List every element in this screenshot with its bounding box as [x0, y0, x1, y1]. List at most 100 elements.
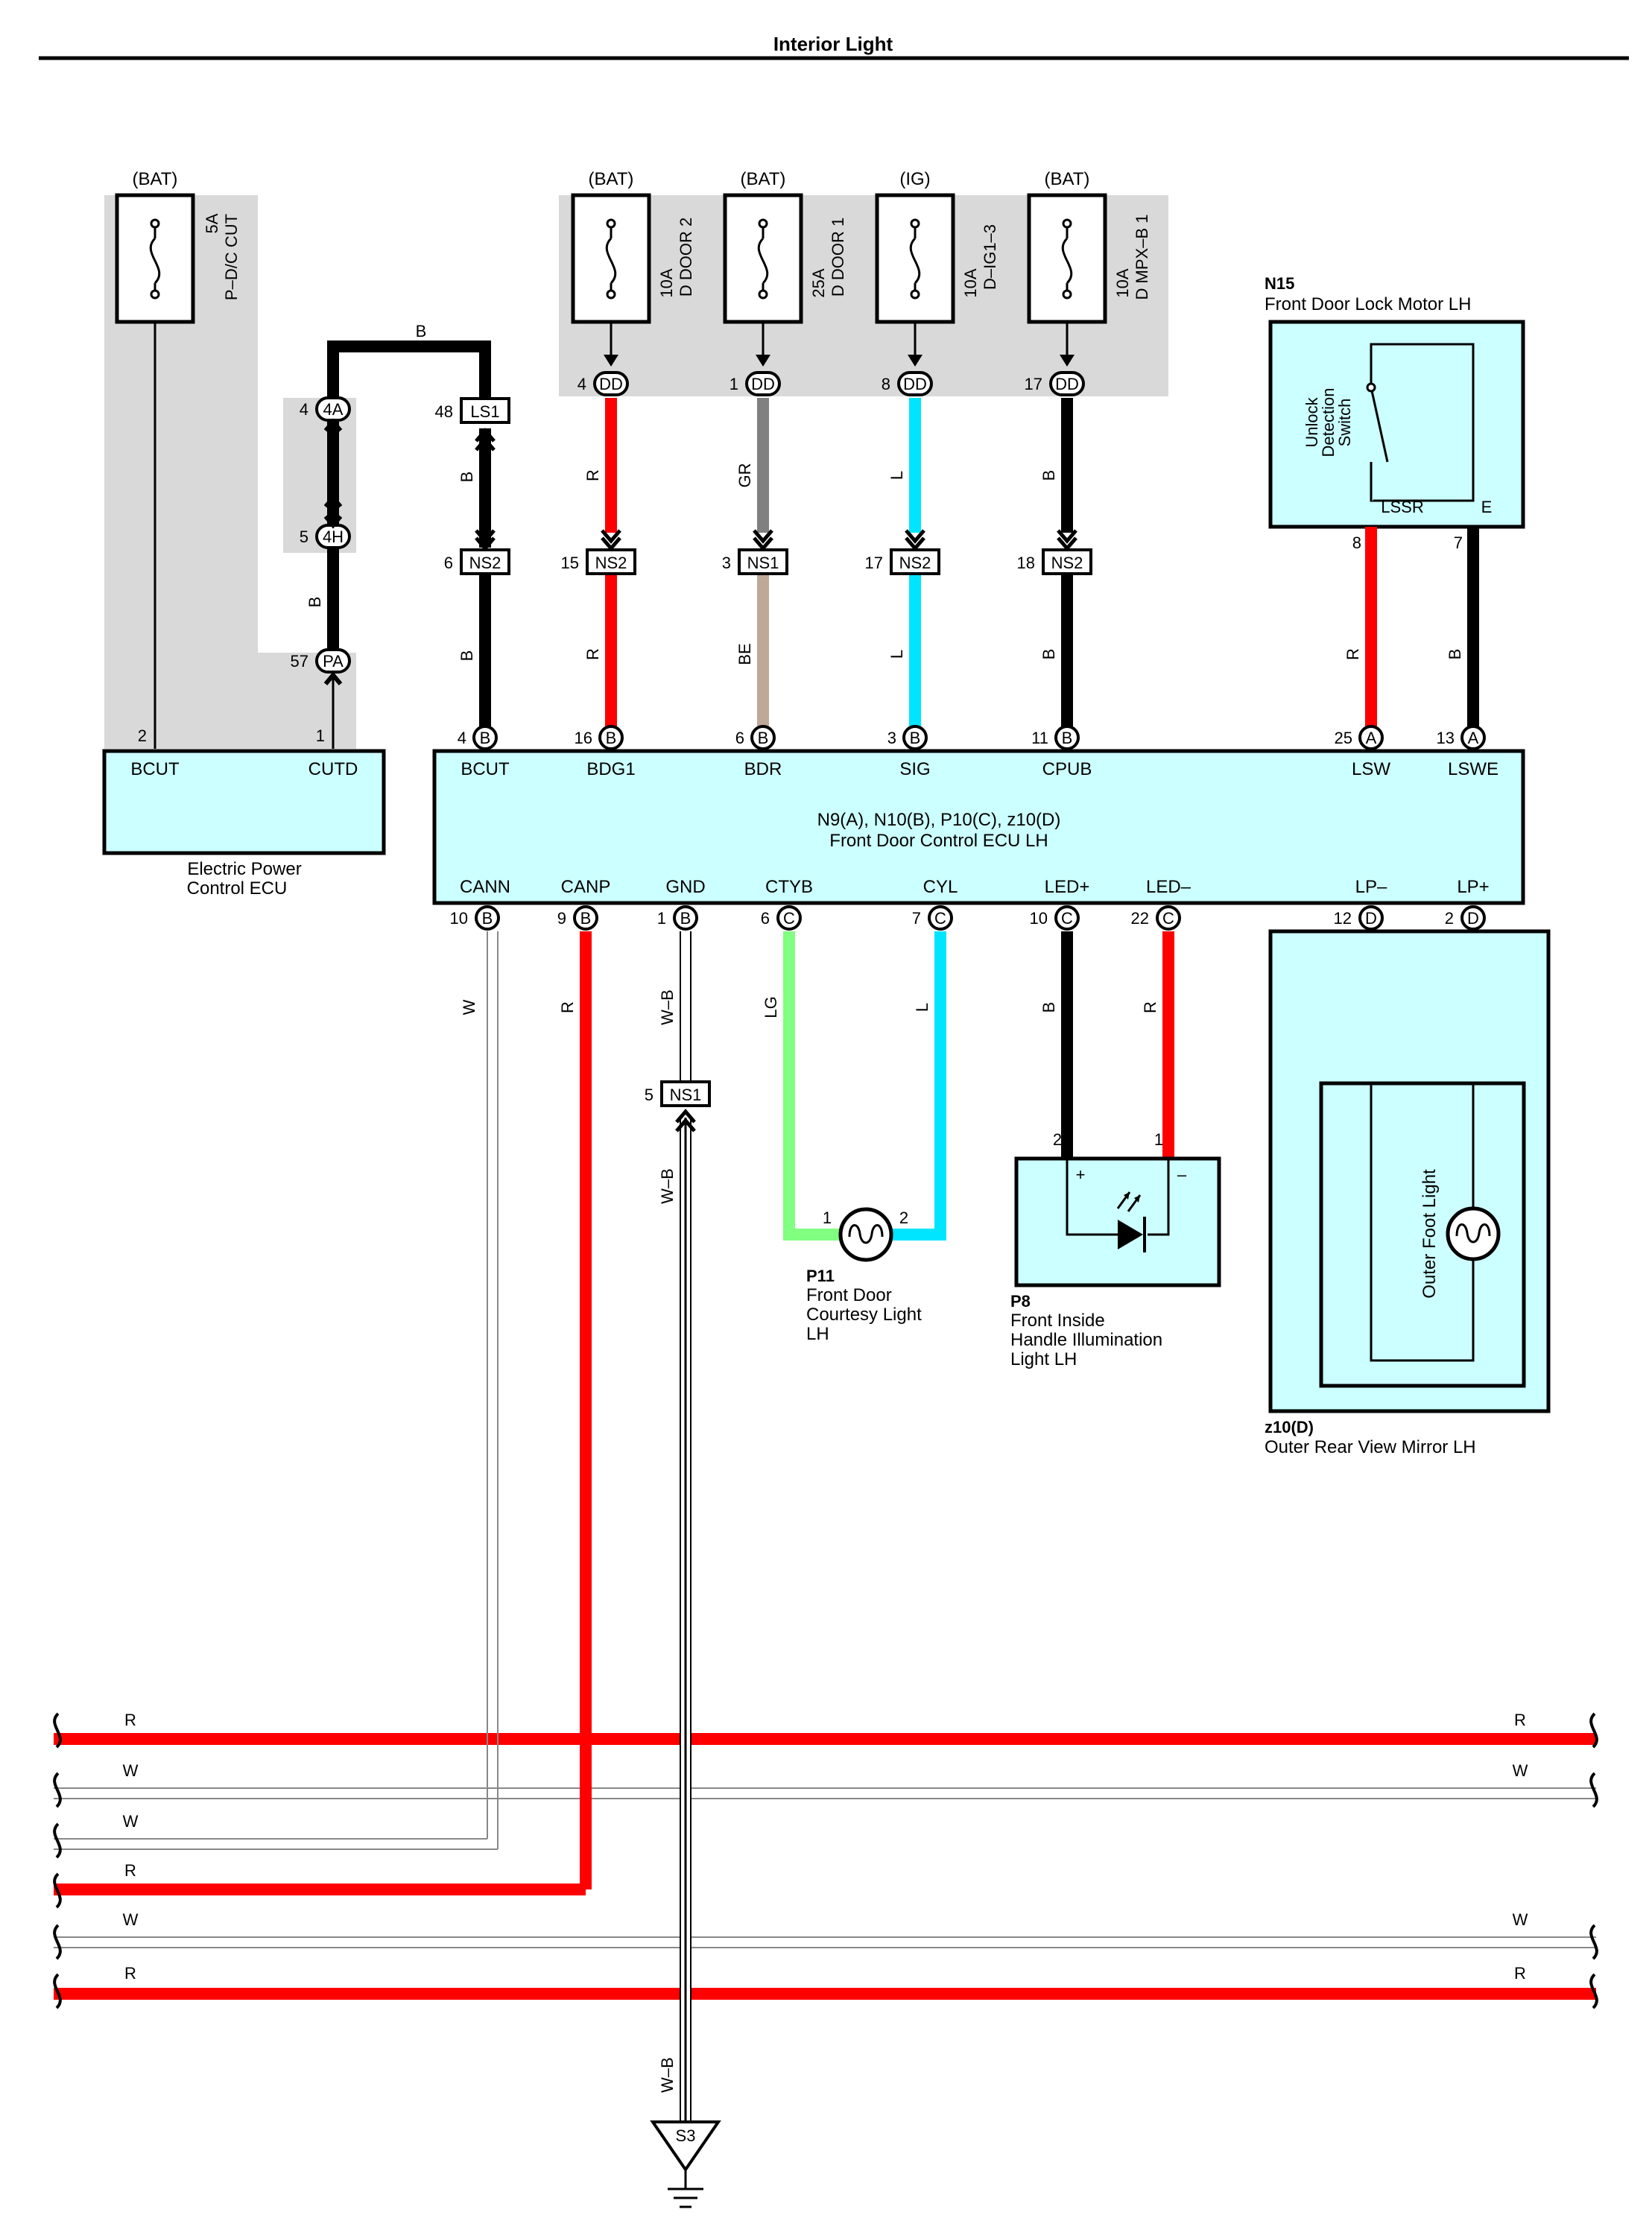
- svg-text:6: 6: [444, 554, 453, 572]
- fuse-5-rating: 10A: [1113, 268, 1132, 297]
- page-title: Interior Light: [773, 33, 893, 55]
- power-label-4: (IG): [899, 169, 930, 189]
- connector-ns-1: NS2 6: [444, 529, 510, 575]
- wire-label-b-cpub-2: B: [1039, 649, 1058, 660]
- svg-text:A: A: [1366, 729, 1377, 747]
- connector-dd-1: DD 4: [577, 371, 629, 396]
- fuse-4-name: D–IG1–3: [981, 224, 999, 290]
- svg-text:CANN: CANN: [460, 877, 510, 897]
- svg-text:A: A: [1468, 729, 1479, 747]
- fuse-3-rating: 25A: [809, 268, 828, 297]
- bus-label-right-2: W: [1513, 1761, 1528, 1780]
- wire-label-w-cann: W: [460, 999, 478, 1015]
- connector-ns-4: NS2 17: [865, 529, 940, 575]
- ground-s3: S3: [650, 2120, 721, 2208]
- epc-ecu-name-1: Electric Power: [187, 859, 301, 879]
- svg-text:C: C: [783, 909, 795, 928]
- connector-4a: 4A 4: [300, 396, 351, 432]
- fuse-d-mpx-b1: 10A D MPX–B 1: [1027, 193, 1151, 324]
- wire-label-be: BE: [735, 643, 754, 665]
- svg-text:D: D: [1365, 909, 1377, 928]
- fuse-3-name: D DOOR 1: [829, 218, 847, 297]
- svg-text:4: 4: [300, 400, 308, 419]
- p8-name-3: Light LH: [1010, 1349, 1077, 1369]
- svg-text:BDR: BDR: [744, 759, 782, 779]
- svg-text:10: 10: [450, 909, 468, 928]
- epc-ecu-name-2: Control ECU: [187, 878, 288, 899]
- door-ecu-bottom-pins: CANN B 10 CANP B 9 GND B 1 CTYB C 6 CYL …: [450, 877, 1490, 931]
- svg-text:LS1: LS1: [470, 402, 499, 421]
- svg-text:5: 5: [300, 528, 308, 546]
- svg-text:12: 12: [1334, 909, 1352, 928]
- svg-text:1: 1: [730, 375, 738, 393]
- wire-label-wb-1: W–B: [658, 989, 677, 1025]
- p8-plus: +: [1076, 1165, 1086, 1184]
- p8-pin-1: 1: [1154, 1130, 1163, 1149]
- bus-label-left-2: W: [123, 1761, 139, 1780]
- svg-text:B: B: [580, 909, 592, 928]
- svg-text:4: 4: [577, 375, 586, 393]
- svg-text:2: 2: [1445, 909, 1454, 928]
- svg-text:GND: GND: [665, 877, 705, 897]
- wire-b-loop: [327, 340, 491, 749]
- n15-switch-label-2: Detection: [1319, 388, 1338, 457]
- svg-text:15: 15: [561, 554, 579, 572]
- svg-text:SIG: SIG: [899, 759, 930, 779]
- wire-label-b-ls1: B: [458, 472, 476, 483]
- svg-text:NS2: NS2: [899, 554, 931, 572]
- wire-label-b-led: B: [1039, 1002, 1058, 1013]
- svg-text:NS2: NS2: [1051, 554, 1083, 572]
- p11-name-2: Courtesy Light: [806, 1305, 922, 1325]
- p11-code: P11: [806, 1267, 835, 1285]
- epc-pin-num-1: 1: [316, 726, 325, 745]
- connector-dd-2: DD 1: [730, 371, 781, 396]
- svg-text:3: 3: [722, 554, 731, 572]
- wire-label-wb-2: W–B: [658, 1168, 677, 1204]
- p11-courtesy-light: 1 2: [823, 1207, 908, 1262]
- p8-minus: –: [1177, 1165, 1187, 1184]
- svg-text:BDG1: BDG1: [586, 759, 635, 779]
- svg-text:LP+: LP+: [1457, 877, 1489, 897]
- svg-text:C: C: [934, 909, 946, 928]
- p8-illumination-light: 2 1 + –: [1014, 1130, 1221, 1287]
- wire-label-b-bcut: B: [458, 650, 476, 662]
- connector-ns1-gnd: NS1 5: [645, 1080, 711, 1132]
- fuse-p-dc-cut: 5A P–D/C CUT: [115, 193, 241, 324]
- p8-pin-2: 2: [1053, 1130, 1062, 1149]
- svg-text:LED–: LED–: [1146, 877, 1191, 897]
- z10-mirror: Outer Foot Light: [1268, 929, 1551, 1413]
- n15-pin-num-8: 8: [1352, 533, 1361, 552]
- svg-text:11: 11: [1031, 729, 1048, 747]
- svg-text:CYL: CYL: [923, 877, 958, 897]
- p11-pin-2: 2: [899, 1208, 908, 1227]
- svg-text:CANP: CANP: [561, 877, 611, 897]
- p8-name-2: Handle Illumination: [1010, 1330, 1162, 1350]
- bus-label-right-5: W: [1513, 1910, 1528, 1929]
- wire-label-wb-3: W–B: [658, 2057, 677, 2093]
- wire-label-r-led: R: [1141, 1001, 1159, 1013]
- svg-text:B: B: [910, 729, 921, 747]
- power-label-2: (BAT): [589, 169, 634, 189]
- epc-ecu-box: BCUT CUTD: [102, 749, 386, 855]
- wire-label-b-cpub-1: B: [1039, 470, 1058, 481]
- p11-pin-1: 1: [823, 1208, 832, 1227]
- svg-text:NS1: NS1: [747, 554, 779, 572]
- wire-label-r-2: R: [583, 648, 602, 660]
- fuse-2-rating: 10A: [657, 268, 676, 297]
- n15-switch-label-3: Switch: [1335, 399, 1354, 447]
- svg-text:5: 5: [645, 1086, 653, 1104]
- door-ecu-code: N9(A), N10(B), P10(C), z10(D): [817, 810, 1061, 830]
- n15-pin-e: E: [1481, 498, 1493, 516]
- svg-text:18: 18: [1017, 554, 1035, 572]
- wires-fuse-to-ecu: [605, 322, 1073, 734]
- connector-ls1: LS1 48: [435, 397, 510, 452]
- wires-ecu-bottom: [487, 931, 1479, 2122]
- p11-name-1: Front Door: [806, 1285, 892, 1305]
- svg-text:3: 3: [887, 729, 896, 747]
- svg-text:LSW: LSW: [1352, 759, 1390, 779]
- wire-label-r-1: R: [583, 469, 602, 481]
- p11-name-3: LH: [806, 1324, 829, 1344]
- z10-inner-label: Outer Foot Light: [1420, 1169, 1440, 1299]
- power-label-5: (BAT): [1045, 169, 1090, 189]
